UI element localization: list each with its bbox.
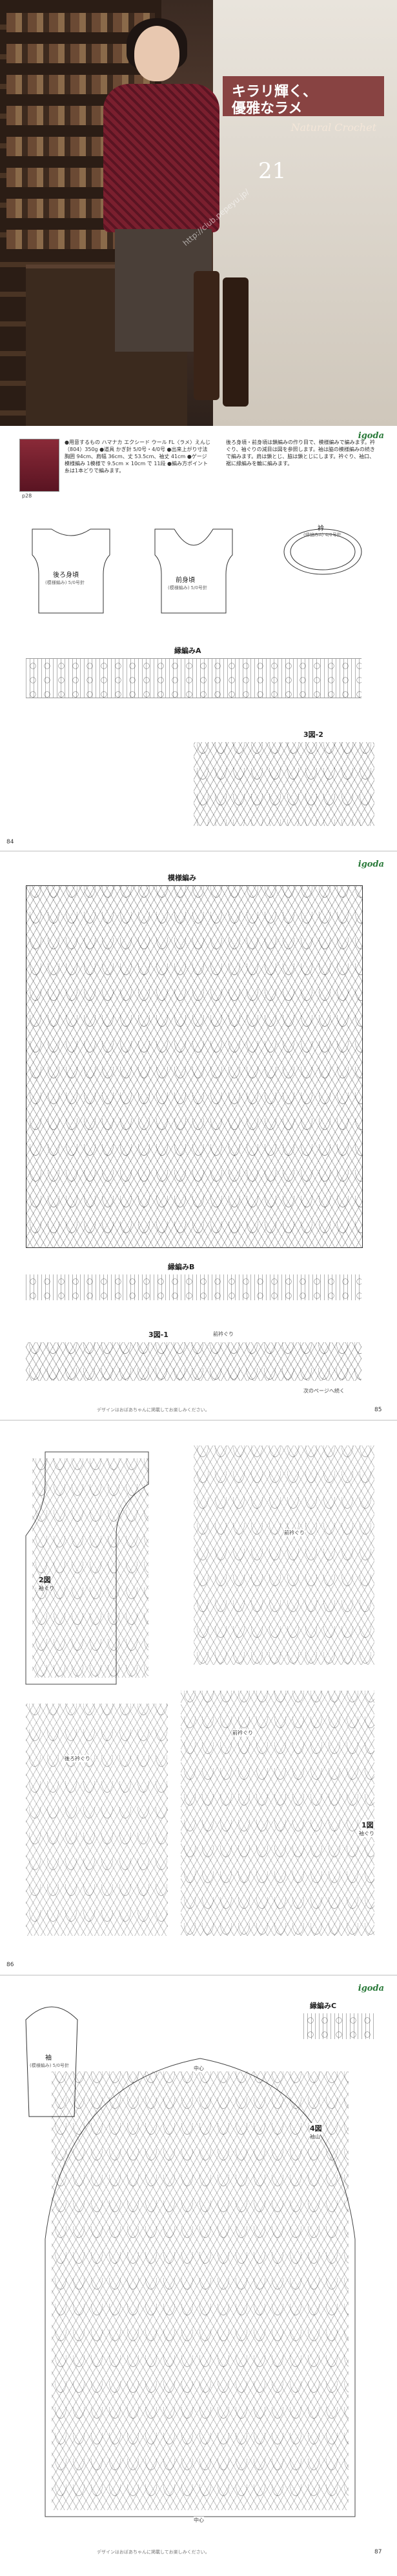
brand-logo-p2: igoda	[358, 857, 384, 869]
item-number: 21	[258, 158, 287, 184]
chart-a-title: 縁編みA	[174, 647, 201, 655]
neck-front-label-2: 前衿ぐり	[232, 1729, 253, 1736]
thumbnail-photo	[19, 439, 59, 492]
edge-b-title: 縁編みB	[168, 1263, 195, 1271]
edge-c-pattern	[303, 2013, 374, 2039]
title-line-2: 優雅なラメ	[232, 101, 303, 117]
edge-b-pattern	[26, 1274, 361, 1300]
brand-logo-p4: igoda	[358, 1981, 384, 1993]
footer-p2: デザインはおばあちゃんに掲載してお楽しみください。	[97, 1407, 210, 1413]
collar-sub: (縁編みA) 4/0号針	[303, 532, 341, 538]
igoda-logo: igoda	[358, 431, 384, 441]
chart-4-container	[26, 2046, 374, 2523]
back-body-schema: 後ろ身頃 (模様編み) 5/0号針	[13, 516, 129, 626]
chart-1-title: 1図	[361, 1820, 374, 1830]
construction-text: 後ろ身頃・前身頃は鎖編みの作り目で、模様編みで編みます。衿ぐり、袖ぐりの減目は図…	[226, 439, 375, 467]
chart-2-pattern	[32, 1458, 148, 1678]
page-num-84: 84	[6, 839, 14, 845]
back-sub: (模様編み) 5/0号針	[45, 580, 85, 585]
neck-pattern-top	[194, 1445, 374, 1665]
chart-1-sub: 袖ぐり	[359, 1830, 374, 1837]
neck-chart-top	[194, 1445, 374, 1665]
page-num-86: 86	[6, 1962, 14, 1968]
chart-1-pattern	[181, 1691, 374, 1936]
back-neck-chart	[26, 1704, 168, 1936]
chart-4-pattern	[52, 2071, 349, 2510]
brand-logo-p1: igoda	[358, 428, 384, 441]
back-neck-pattern	[26, 1704, 168, 1936]
front-body-schema: 前身頃 (模様編み) 5/0号針	[136, 516, 252, 626]
chart-4-outline	[45, 2058, 356, 2517]
boot-right	[223, 277, 249, 407]
front-sub: (模様編み) 5/0号針	[168, 585, 207, 590]
chart-4-sub: 袖山	[310, 2133, 320, 2140]
chart-2-title: 2図	[39, 1576, 51, 1584]
title-line-1: キラリ輝く、	[232, 84, 318, 100]
chart-3-2-title: 3図-2	[303, 730, 323, 739]
sleeve-schema: 袖 (模様編み) 5/0号針	[13, 1994, 90, 2123]
page-num-85: 85	[374, 1407, 382, 1413]
sleeve-sub: (模様編み) 5/0号針	[30, 2063, 69, 2068]
sleeve-label: 袖	[45, 2055, 52, 2062]
lace-sweater	[103, 84, 219, 232]
subtitle-area: Natural Crochet	[223, 116, 384, 142]
igoda-logo: igoda	[358, 1984, 384, 1993]
front-label: 前身頃	[176, 577, 195, 584]
footer-p4: デザインはおばあちゃんに掲載してお楽しみください。	[97, 2550, 210, 2555]
collar-label: 衿	[318, 525, 324, 532]
igoda-logo: igoda	[358, 860, 384, 869]
continue-note: 次のページへ続く	[303, 1388, 345, 1394]
boot-left	[194, 271, 219, 400]
subtitle-script: Natural Crochet	[290, 121, 376, 134]
center-label-top: 中心	[194, 2065, 204, 2072]
center-label-bottom: 中心	[194, 2517, 204, 2524]
page-num-87: 87	[374, 2549, 382, 2555]
edge-c-title: 縁編みC	[310, 2002, 337, 2010]
photo-ref: p28	[22, 493, 32, 499]
chart-2-outline	[25, 1451, 149, 1685]
collar-schema: 衿 (縁編みA) 4/0号針	[265, 516, 381, 587]
chart-2-sub: 袖ぐり	[39, 1585, 54, 1591]
materials-text: ●用意するもの ハマナカ エクシード ウール FL〈ラメ〉えんじ（804）350…	[65, 439, 210, 474]
chart-3-1-title: 3図-1	[148, 1331, 168, 1339]
neck-label-p2: 前衿ぐり	[213, 1331, 234, 1337]
chart-a-pattern	[26, 658, 361, 698]
chart-4-title: 4図	[310, 2123, 322, 2133]
neck-back-label: 後ろ衿ぐり	[65, 1755, 90, 1762]
hero-photo: http://club.pepeyu.jp/	[0, 0, 397, 426]
chart-3-1-pattern	[26, 1342, 361, 1381]
main-pattern-title: 模様編み	[168, 874, 196, 882]
model-face	[134, 26, 179, 81]
main-pattern-chart	[26, 885, 363, 1248]
neck-front-label-1: 前衿ぐり	[284, 1529, 305, 1536]
chart-3-2-pattern	[194, 742, 374, 826]
back-label: 後ろ身頃	[53, 572, 79, 579]
title-box: キラリ輝く、 優雅なラメ	[223, 76, 384, 117]
chart-1-container	[181, 1691, 374, 1936]
chart-2-container	[19, 1445, 174, 1691]
